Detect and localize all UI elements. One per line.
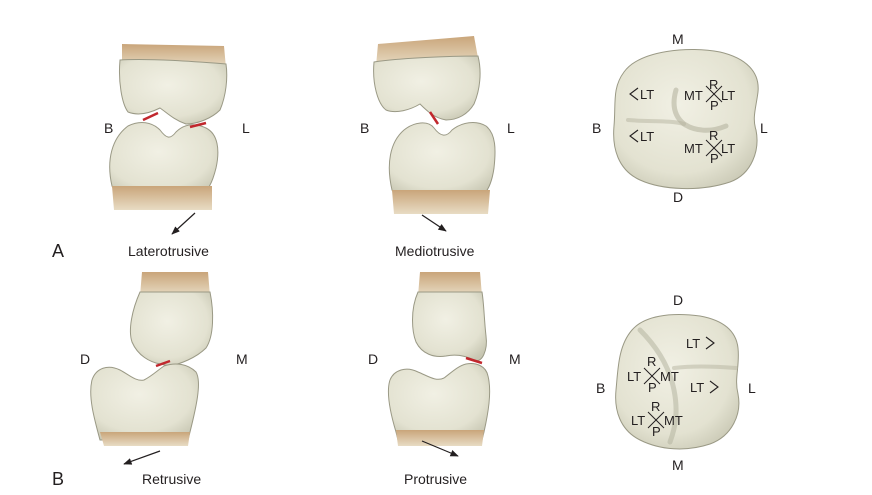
side-label-left: D — [80, 351, 90, 367]
cross-line — [705, 85, 723, 103]
lower-tooth — [387, 363, 491, 446]
protrusive-view: D M Protrusive — [368, 272, 521, 487]
panel-letter-b: B — [52, 469, 64, 489]
upper-tooth — [412, 272, 487, 362]
movement-mark: LT — [690, 380, 704, 395]
movement-mark: R — [647, 354, 656, 369]
movement-mark: R — [709, 77, 718, 92]
upper-root — [140, 272, 210, 296]
side-label-right: M — [236, 351, 248, 367]
lower-root — [112, 186, 212, 210]
side-label-top: M — [672, 31, 684, 47]
side-label-right: L — [748, 380, 756, 396]
movement-arrow — [421, 214, 447, 232]
upper-tooth — [129, 272, 214, 367]
occlusal-crown — [613, 48, 759, 189]
movement-mark: MT — [684, 88, 703, 103]
contact-mark — [189, 121, 207, 129]
side-label-right: L — [242, 120, 250, 136]
side-label-left: B — [104, 120, 113, 136]
panel-letter-a: A — [52, 241, 64, 261]
contact-mark — [465, 356, 483, 365]
movement-mark: LT — [631, 413, 645, 428]
chevron-left-icon — [629, 87, 639, 101]
chevron-left-icon — [629, 129, 639, 143]
side-label-left: B — [596, 380, 605, 396]
lower-root — [392, 190, 490, 214]
lingual-groove — [672, 364, 738, 370]
lower-root — [100, 432, 190, 446]
buccal-groove — [626, 118, 686, 126]
movement-mark: MT — [664, 413, 683, 428]
movement-mark: LT — [640, 87, 654, 102]
movement-mark: R — [651, 399, 660, 414]
movement-mark: LT — [627, 369, 641, 384]
lower-crown — [90, 363, 199, 441]
movement-mark: LT — [721, 141, 735, 156]
movement-mark: LT — [640, 129, 654, 144]
side-label-bottom: D — [673, 189, 683, 205]
movement-mark: R — [709, 128, 718, 143]
movement-mark: LT — [686, 336, 700, 351]
caption: Retrusive — [142, 471, 201, 487]
contact-mark — [142, 111, 159, 122]
upper-root — [418, 272, 482, 296]
lower-root — [396, 430, 484, 446]
upper-tooth — [373, 36, 481, 121]
side-label-right: L — [760, 120, 768, 136]
movement-arrow — [171, 212, 196, 235]
movement-cross: R LT MT P — [627, 354, 679, 395]
lower-tooth — [388, 122, 496, 214]
movement-mark: MT — [660, 369, 679, 384]
side-label-left: B — [360, 120, 369, 136]
retrusive-view: D M Retrusive — [80, 272, 248, 487]
central-groove — [637, 327, 679, 445]
side-label-left: B — [592, 120, 601, 136]
contact-mark — [155, 359, 171, 368]
caption: Laterotrusive — [128, 243, 209, 259]
movement-arrow — [123, 450, 161, 465]
lower-tooth — [109, 122, 219, 210]
mediotrusive-view: B L Mediotrusive — [360, 36, 515, 259]
contact-mark — [428, 111, 440, 125]
occlusal-view-a: M D B L LT R MT LT P LT R MT LT P — [592, 31, 768, 205]
movement-mark: P — [710, 98, 719, 113]
upper-crown — [412, 291, 487, 362]
movement-cross: R MT LT P — [684, 128, 735, 166]
laterotrusive-view: B L Laterotrusive — [104, 44, 250, 259]
upper-crown — [129, 291, 214, 367]
cross-line — [647, 411, 665, 429]
upper-tooth — [119, 44, 228, 125]
side-label-right: L — [507, 120, 515, 136]
movement-mark: P — [652, 424, 661, 439]
lower-crown — [109, 122, 219, 197]
movement-mark: P — [710, 151, 719, 166]
lower-crown — [387, 363, 491, 441]
side-label-left: D — [368, 351, 378, 367]
movement-mark: P — [648, 380, 657, 395]
occlusal-view-b: D M B L LT LT R LT MT P R LT MT P — [596, 292, 756, 473]
movement-cross: R LT MT P — [631, 399, 683, 439]
upper-crown — [119, 58, 228, 125]
lower-crown — [388, 122, 496, 197]
upper-crown — [373, 55, 481, 121]
caption: Protrusive — [404, 471, 467, 487]
movement-arrow — [421, 440, 459, 457]
movement-mark: LT — [721, 88, 735, 103]
chevron-right-icon — [705, 336, 715, 350]
cross-line — [705, 139, 723, 157]
movement-mark: MT — [684, 141, 703, 156]
caption: Mediotrusive — [395, 243, 475, 259]
cross-line — [643, 367, 661, 385]
chevron-right-icon — [709, 380, 719, 394]
side-label-bottom: M — [672, 457, 684, 473]
movement-cross: R MT LT P — [684, 77, 735, 113]
side-label-top: D — [673, 292, 683, 308]
lower-tooth — [90, 363, 199, 446]
side-label-right: M — [509, 351, 521, 367]
